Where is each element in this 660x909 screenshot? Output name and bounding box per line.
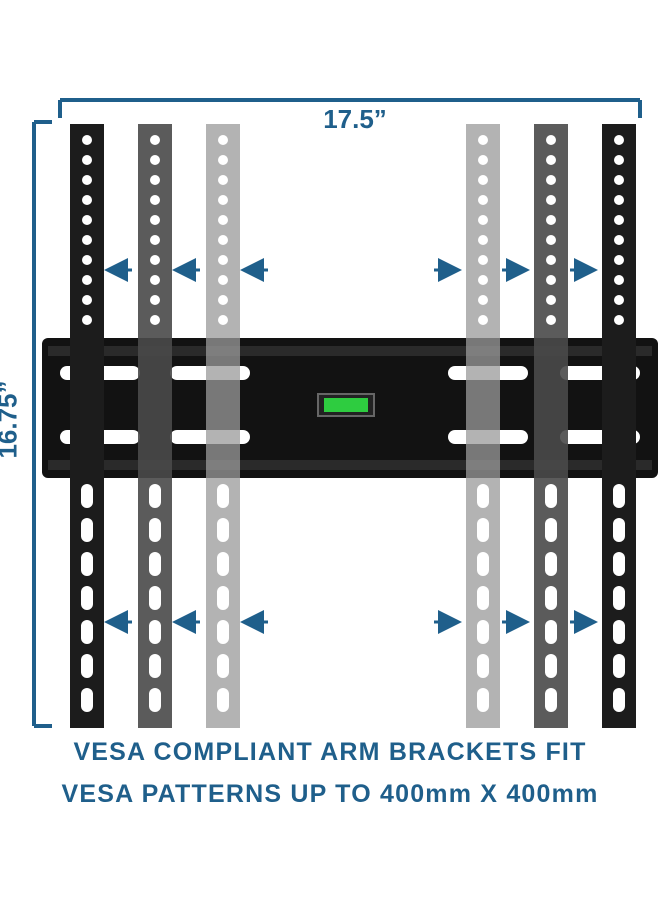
adjustment-arrows: [104, 258, 598, 634]
width-dimension-line: [58, 98, 642, 118]
arm-bracket: [466, 124, 500, 728]
width-dimension-label: 17.5”: [300, 104, 410, 135]
height-dimension-line: [32, 120, 52, 728]
arm-bracket: [534, 124, 568, 728]
arm-bracket: [138, 124, 172, 728]
vesa-arm-brackets: [70, 124, 636, 728]
caption-line-2: VESA PATTERNS UP TO 400mm X 400mm: [61, 780, 599, 808]
arm-bracket: [602, 124, 636, 728]
caption-line-1: VESA COMPLIANT ARM BRACKETS FIT: [73, 738, 587, 766]
wall-plate: [42, 338, 658, 478]
arm-bracket: [206, 124, 240, 728]
arm-bracket: [70, 124, 104, 728]
height-dimension-label: 16.75”: [0, 359, 24, 480]
